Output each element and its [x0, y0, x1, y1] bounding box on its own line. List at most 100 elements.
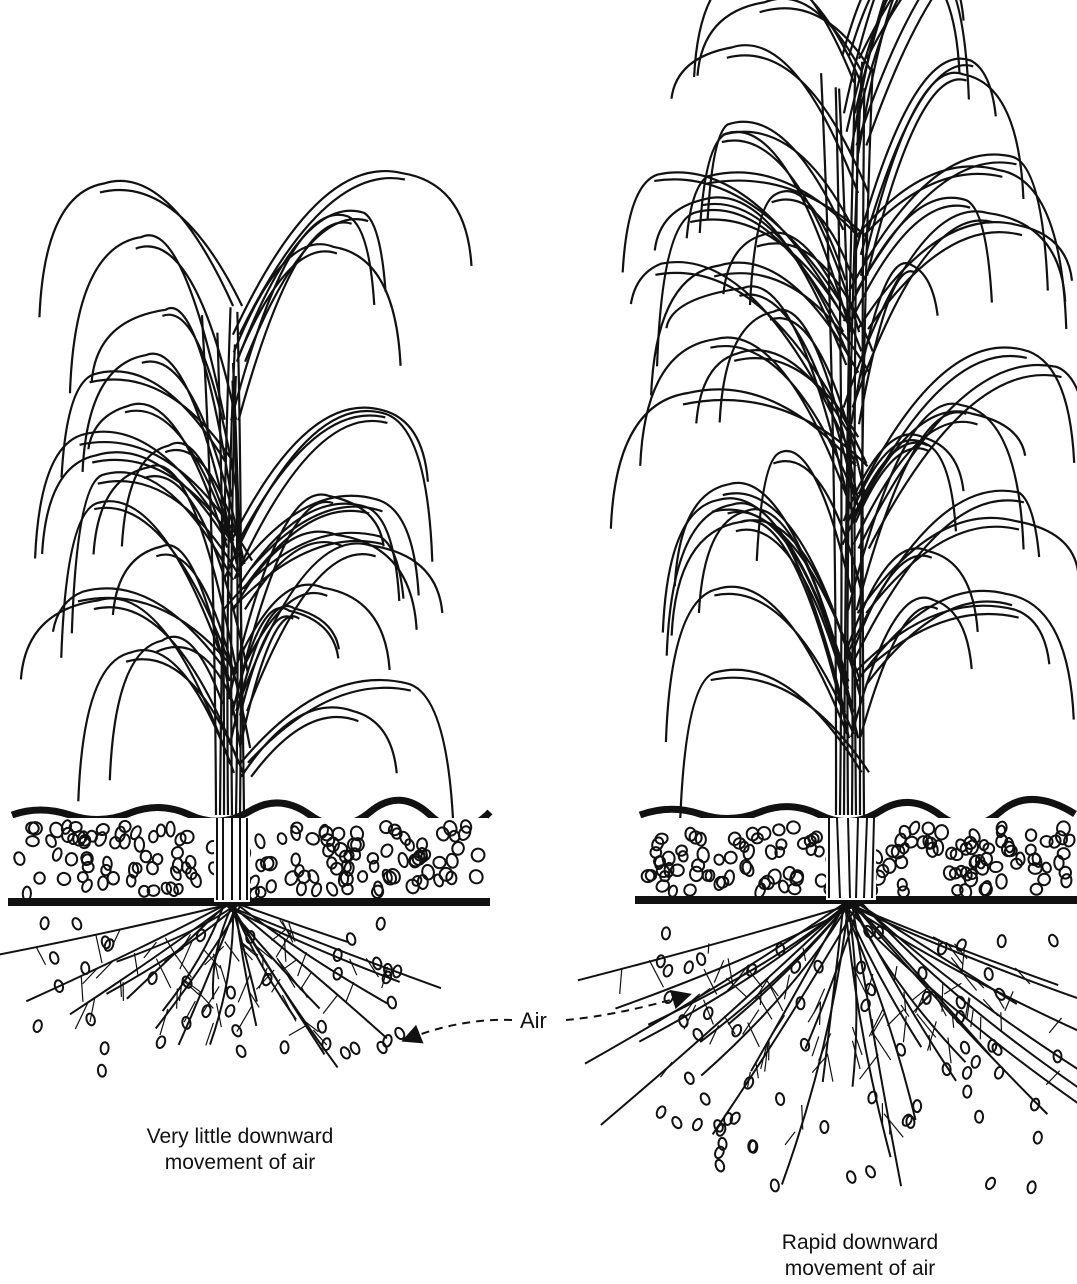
root	[227, 905, 319, 1009]
leaf	[663, 498, 860, 681]
air-pocket	[683, 1071, 695, 1085]
air-pocket	[692, 1027, 705, 1041]
air-pocket	[715, 1123, 727, 1137]
rootlet	[942, 983, 943, 1012]
air-pocket	[261, 972, 273, 986]
leaf	[842, 0, 959, 73]
root	[848, 903, 857, 1087]
air-pocket	[661, 927, 670, 940]
rootlet	[96, 934, 102, 963]
air-pocket	[155, 1035, 167, 1049]
air-pocket	[383, 964, 392, 977]
air-pocket	[100, 1042, 109, 1055]
left-plant	[0, 171, 490, 1077]
leaf	[851, 0, 964, 153]
air-pocket	[97, 1064, 106, 1077]
air-pocket	[963, 1085, 972, 1098]
rootlet	[820, 1002, 821, 1025]
rootlet	[350, 959, 357, 975]
air-pocket	[281, 1041, 289, 1053]
left-caption-line-1: Very little downward	[90, 1124, 390, 1150]
air-pocket	[691, 1117, 704, 1131]
rootlet	[983, 999, 998, 1016]
left-caption: Very little downward movement of air	[90, 1124, 390, 1176]
leaf	[859, 0, 1077, 59]
rootlet	[1046, 1071, 1059, 1085]
air-pocket	[345, 932, 357, 946]
rootlet	[860, 1054, 879, 1079]
air-pocket	[71, 917, 83, 931]
rootlet	[164, 948, 183, 961]
air-pocket	[997, 935, 1006, 947]
air-pocket	[235, 1044, 247, 1058]
rootlet	[206, 1023, 214, 1046]
rootlet	[302, 987, 308, 997]
right-caption-line-1: Rapid downward	[710, 1230, 1010, 1256]
rootlet	[300, 973, 311, 990]
air-pocket	[670, 1115, 683, 1129]
air-pocket	[226, 986, 236, 999]
rootlet	[714, 960, 724, 982]
air-pocket	[1030, 1098, 1041, 1112]
leaf	[241, 680, 454, 838]
air-pocket	[683, 960, 694, 974]
rootlet	[827, 1054, 833, 1082]
root	[241, 905, 348, 942]
right-plant	[578, 0, 1077, 1194]
air-pocket	[696, 952, 707, 966]
air-pocket	[224, 1004, 236, 1018]
rootlet	[814, 989, 825, 1014]
air-pocket	[713, 1145, 725, 1159]
air-pocket	[770, 1179, 780, 1192]
right-leaves	[611, 0, 1077, 826]
air-pocket	[918, 967, 928, 980]
air-pocket	[376, 917, 386, 930]
air-pocket	[40, 917, 49, 930]
air-arrow-right	[566, 995, 688, 1020]
rootlet	[36, 947, 45, 965]
rootlet	[871, 1013, 884, 1035]
right-roots	[578, 903, 1077, 1186]
air-pocket	[81, 962, 90, 975]
leaf	[671, 45, 868, 193]
rootlet	[948, 1038, 951, 1064]
rootlet	[289, 1025, 307, 1035]
leaf	[859, 347, 1075, 494]
leaf	[858, 518, 1077, 613]
rootlet	[96, 961, 113, 979]
air-pocket	[984, 1176, 997, 1190]
rootlet	[884, 1114, 903, 1138]
air-pocket	[775, 1092, 785, 1105]
air-pocket	[48, 951, 60, 965]
air-pocket	[699, 1092, 712, 1106]
air-pocket	[994, 1066, 1005, 1080]
right-caption: Rapid downward movement of air	[710, 1230, 1010, 1282]
air-pocket	[32, 1019, 43, 1033]
left-leaves	[21, 171, 472, 838]
left-caption-line-2: movement of air	[90, 1150, 390, 1176]
air-pocket	[655, 1105, 667, 1119]
rootlet	[298, 952, 307, 976]
air-pocket	[702, 1006, 714, 1020]
rootlet	[708, 943, 709, 953]
rootlet	[121, 980, 122, 997]
rootlet	[323, 996, 337, 1014]
air-pocket	[955, 996, 966, 1010]
leaf	[237, 211, 386, 362]
leaf	[696, 350, 858, 437]
rootlet	[1001, 1012, 1002, 1032]
air-label: Air	[520, 1008, 547, 1034]
rootlet	[81, 976, 83, 1002]
leaf	[231, 215, 374, 421]
left-roots	[0, 905, 441, 1067]
air-pocket	[1033, 1131, 1043, 1144]
stem	[863, 88, 865, 815]
air-pocket	[913, 1100, 921, 1112]
air-pocket	[714, 1159, 726, 1173]
air-pocket	[820, 1121, 828, 1133]
air-pocket	[731, 1024, 743, 1038]
air-pocket	[201, 1004, 212, 1018]
rootlet	[620, 968, 622, 994]
air-pocket	[1047, 933, 1059, 947]
